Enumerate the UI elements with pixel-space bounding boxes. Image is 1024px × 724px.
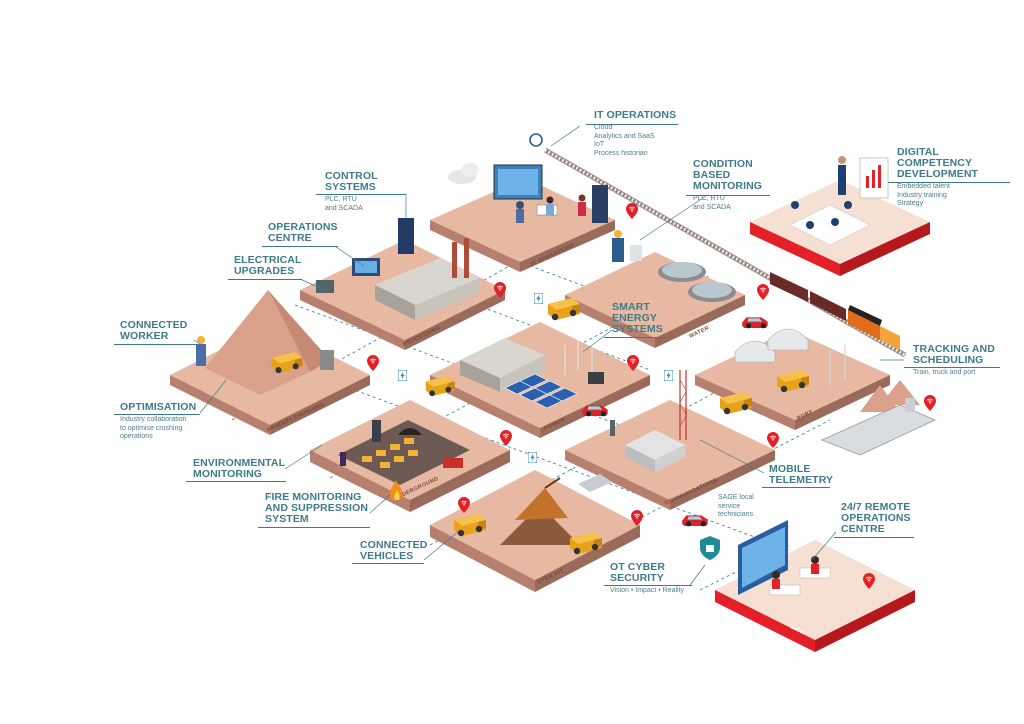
divider (604, 585, 692, 586)
label-fire-monitoring: FIRE MONITORING AND SUPPRESSION SYSTEM (265, 492, 368, 525)
label-operations-centre-title: OPERATIONS CENTRE (268, 221, 338, 244)
label-control-systems-desc: PLC, RTU and SCADA (325, 196, 363, 212)
label-optimisation-desc: Industry collaboration to optimise crush… (120, 416, 187, 441)
divider (888, 182, 1010, 183)
shield-lock-icon (700, 536, 720, 560)
divider (604, 337, 672, 338)
label-remote-ops: 24/7 REMOTE OPERATIONS CENTRE (841, 502, 911, 535)
label-electrical-upgrades-title: ELECTRICAL UPGRADES (234, 254, 302, 277)
label-environmental: ENVIRONMENTAL MONITORING (193, 458, 285, 480)
label-ot-cyber: OT CYBER SECURITY Vision • Impact • Real… (610, 562, 684, 596)
tile-digital-competency: SAGE (750, 156, 930, 280)
label-connected-vehicles-title: CONNECTED VEHICLES (360, 539, 428, 562)
train (770, 272, 900, 350)
tile-open-pit: OPEN PIT (430, 470, 640, 592)
tile-remote-ops: SAGE (715, 520, 915, 652)
label-connected-vehicles: CONNECTED VEHICLES (360, 540, 427, 562)
tile-power: POWER (425, 298, 650, 438)
label-it-operations-title: IT OPERATIONS (594, 109, 677, 121)
label-condition-monitoring-desc: PLC, RTU and SCADA (693, 195, 731, 211)
label-environmental-title: ENVIRONMENTAL MONITORING (193, 457, 286, 480)
label-ot-cyber-title: OT CYBER SECURITY (610, 561, 666, 584)
divider (228, 279, 302, 280)
divider (114, 344, 198, 345)
leader-lines (193, 125, 904, 586)
tile-water: WATER (565, 230, 745, 348)
label-digital-competency-desc: Embedded talent Industry training Strate… (897, 183, 950, 208)
label-operations-centre: OPERATIONS CENTRE (268, 222, 338, 244)
divider (586, 124, 678, 125)
label-sage-technicians: SAGE local service technicians (718, 494, 754, 520)
fire-icon (389, 480, 403, 500)
tile-port: PORT (695, 328, 936, 456)
label-condition-monitoring-title: CONDITION BASED MONITORING (693, 158, 763, 192)
tile-processing: PROCESSING (300, 218, 505, 350)
divider (262, 246, 338, 247)
tile-primary-crushing: PRIMARY CRUSHING (170, 290, 370, 435)
label-it-operations-desc: Cloud Analytics and SaaS IoT Process his… (594, 124, 655, 157)
divider (114, 414, 200, 415)
label-digital-competency: DIGITAL COMPETENCY DEVELOPMENT Embedded … (897, 147, 978, 209)
divider (316, 194, 406, 195)
sage-logo-remote: SAGE (789, 624, 805, 636)
label-mobile-telemetry: MOBILE TELEMETRY (769, 464, 833, 486)
label-condition-monitoring: CONDITION BASED MONITORING PLC, RTU and … (693, 159, 762, 212)
tile-underground: UNDERGROUND (310, 400, 510, 512)
label-it-operations: IT OPERATIONS Cloud Analytics and SaaS I… (594, 110, 676, 158)
cloud-icon (448, 163, 479, 184)
circular-arrows-icon (529, 133, 543, 147)
railway (543, 147, 907, 358)
label-tracking-scheduling-desc: Train, truck and port (913, 369, 976, 376)
label-tracking-scheduling: TRACKING AND SCHEDULING Train, truck and… (913, 344, 995, 378)
label-control-systems: CONTROL SYSTEMS PLC, RTU and SCADA (325, 171, 378, 213)
divider (352, 563, 424, 564)
label-tracking-scheduling-title: TRACKING AND SCHEDULING (913, 343, 995, 366)
divider (686, 195, 770, 196)
service-vehicle (742, 317, 768, 329)
divider (258, 527, 370, 528)
sage-logo: SAGE (817, 268, 833, 280)
label-connected-worker: CONNECTED WORKER (120, 320, 187, 342)
label-optimisation-title: OPTIMISATION (120, 401, 197, 413)
label-smart-energy-title: SMART ENERGY SYSTEMS (612, 301, 663, 335)
label-connected-worker-title: CONNECTED WORKER (120, 319, 188, 342)
label-remote-ops-title: 24/7 REMOTE OPERATIONS CENTRE (841, 501, 911, 535)
service-vehicle (682, 515, 708, 527)
label-mobile-telemetry-title: MOBILE TELEMETRY (769, 463, 834, 486)
label-fire-monitoring-title: FIRE MONITORING AND SUPPRESSION SYSTEM (265, 491, 369, 525)
divider (904, 367, 1000, 368)
label-smart-energy: SMART ENERGY SYSTEMS (612, 302, 663, 335)
label-electrical-upgrades: ELECTRICAL UPGRADES (234, 255, 302, 277)
label-ot-cyber-desc: Vision • Impact • Reality (610, 587, 685, 594)
divider (762, 487, 830, 488)
divider (834, 537, 914, 538)
label-digital-competency-title: DIGITAL COMPETENCY DEVELOPMENT (897, 146, 979, 180)
label-optimisation: OPTIMISATION Industry collaboration to o… (120, 402, 196, 442)
tile-it-operations: IT OPERATIONS (430, 164, 615, 272)
divider (186, 481, 286, 482)
label-sage-technicians-desc: SAGE local service technicians (718, 494, 754, 519)
label-control-systems-title: CONTROL SYSTEMS (325, 170, 378, 193)
